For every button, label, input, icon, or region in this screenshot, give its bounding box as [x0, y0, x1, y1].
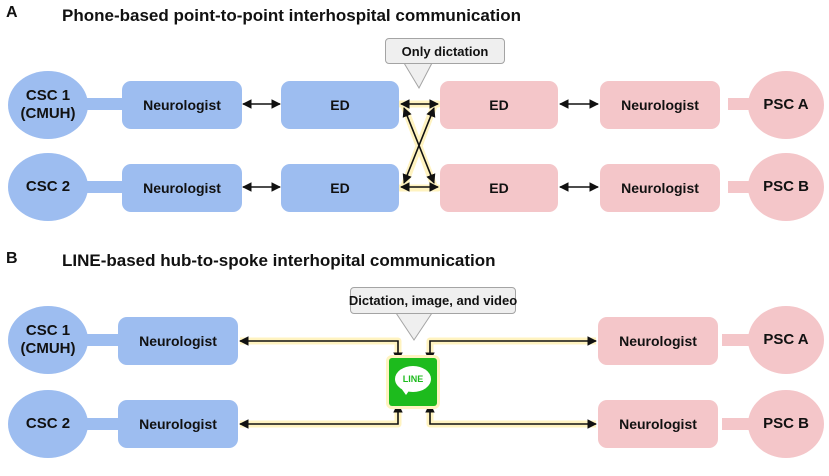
connector-b-csc2-neurologist	[80, 418, 122, 430]
line-bubble-tail	[401, 388, 411, 395]
line-speech-bubble-icon: LINE	[395, 366, 431, 392]
panel-b-letter: B	[6, 250, 18, 267]
panel-a-letter: A	[6, 4, 18, 21]
callout-a-pointer	[403, 62, 433, 90]
pscB-node-b: PSC B	[748, 390, 824, 458]
neurologist-csc1-a: Neurologist	[122, 81, 242, 129]
panel-a-connectors	[80, 62, 758, 193]
connector-csc1-neurologist	[80, 98, 125, 110]
panel-a-title: Phone-based point-to-point interhospital…	[62, 6, 521, 25]
arrow-ed-cross-2	[402, 107, 436, 184]
arrow-hub-neuro-csc2	[239, 403, 403, 429]
arrow-hub-neuro-csc1	[239, 336, 403, 362]
neurologist-csc1-b: Neurologist	[118, 317, 238, 365]
pscA-node-b: PSC A	[748, 306, 824, 374]
neurologist-pscA-a: Neurologist	[600, 81, 720, 129]
arrow-hub-neuro-pscB	[425, 403, 597, 429]
csc1-node-b: CSC 1 (CMUH)	[8, 306, 88, 374]
ed-csc1-a: ED	[281, 81, 399, 129]
callout-b-pointer	[395, 312, 433, 341]
neurologist-pscA-b: Neurologist	[598, 317, 718, 365]
neurologist-pscB-b: Neurologist	[598, 400, 718, 448]
panel-b-title: LINE-based hub-to-spoke interhopital com…	[62, 251, 496, 270]
neurologist-csc2-b: Neurologist	[118, 400, 238, 448]
ed-csc2-a: ED	[281, 164, 399, 212]
panel-a-callout: Only dictation	[385, 38, 505, 64]
pscA-node-a: PSC A	[748, 71, 824, 139]
csc2-node-a: CSC 2	[8, 153, 88, 221]
panel-b-callout: Dictation, image, and video	[349, 287, 517, 314]
ed-pscB-a: ED	[440, 164, 558, 212]
arrow-hub-neuro-pscA	[425, 336, 597, 362]
neurologist-pscB-a: Neurologist	[600, 164, 720, 212]
neurologist-csc2-a: Neurologist	[122, 164, 242, 212]
line-app-icon: LINE	[389, 358, 437, 406]
ed-pscA-a: ED	[440, 81, 558, 129]
csc1-node-a: CSC 1 (CMUH)	[8, 71, 88, 139]
pscB-node-a: PSC B	[748, 153, 824, 221]
connector-csc2-neurologist	[80, 181, 125, 193]
csc2-node-b: CSC 2	[8, 390, 88, 458]
connector-b-csc1-neurologist	[80, 334, 122, 346]
